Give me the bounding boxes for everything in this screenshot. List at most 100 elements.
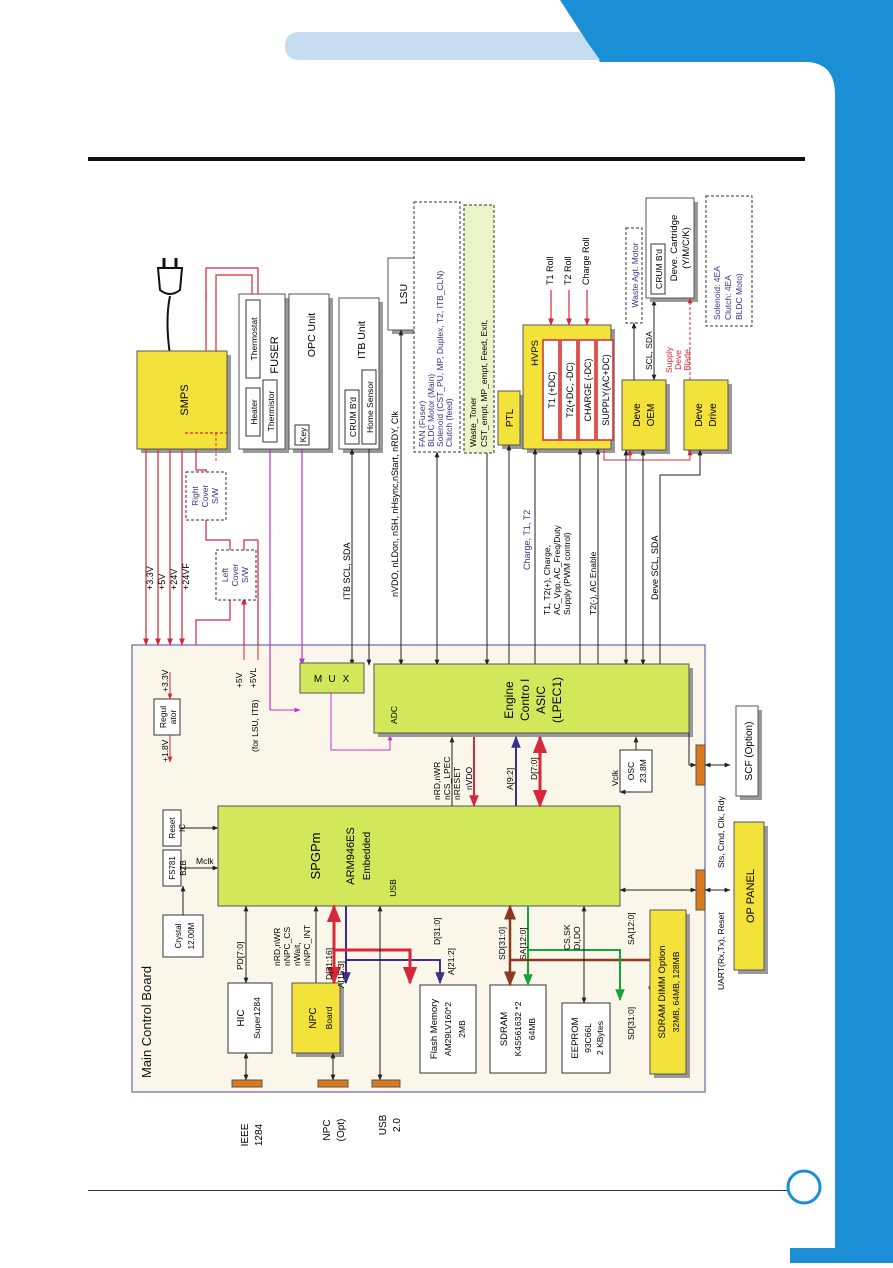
hvps-outputs-2-label: CHARGE (-DC) [583,359,593,422]
board-npc-signals-0-label: nRD,nWR [272,928,282,966]
board-sa2-label: SA[12:0] [626,912,636,945]
sdram-dimm-block [649,909,687,1075]
board-a-flash-label: A[21:2] [446,948,456,975]
signals-hvps-enable-label: T2(-), AC Enable [588,551,598,615]
board-spgpm-label: SPGPm [308,833,323,880]
signals-supply-blade-0-label: Supply [664,346,674,373]
board-usb-label-label: USB [388,879,398,897]
hvps-title-label: HVPS [530,340,541,366]
eeprom-block [561,1002,611,1074]
board-cs-sk-1-label: DI,DO [572,926,582,950]
rail-24v: +24V [169,569,179,590]
board-engine-ctrl-2-label: nRESET [452,767,462,800]
engine-asic-block [373,663,690,734]
external-usb-1-label: 2.0 [392,1118,403,1132]
itb-label: ITB Unit [356,321,368,359]
board-title: Main Control Board [139,966,154,1078]
board-hic-1-label: Super1284 [252,997,262,1039]
external-op-panel-label: OP PANEL [745,869,757,923]
external-npc-opt-1-label: (Opt) [336,1119,347,1142]
deve-oem-1-label: OEM [646,404,657,427]
board-eeprom-0-label: EEPROM [570,1017,581,1058]
signals-fan-list-1-label: BLDC Motor (Main) [426,374,436,447]
board-engine-ctrl-0-label: nRD,nWR [432,762,442,800]
right-blue-band [560,0,893,1263]
board-flash-2-label: 2MB [457,1020,467,1038]
signals-hvps-pwm-2-label: Supply (PWM control) [562,532,572,615]
power-left-cover-1-label: Cover [230,564,240,587]
external-npc-opt-0-label: NPC [322,1119,333,1140]
signals-fan-list-2-label: Solenoid (CST_PU, MP, Duplex, T2, ITB_CL… [435,270,445,447]
board-embedded-label: Embedded [362,832,373,880]
board-hic-0-label: HIC [236,1009,247,1026]
fuser-heater-label: Heater [249,399,259,425]
signals-hvps-pwm-1-label: AC_Vpp, AC_Freq/Duty [552,524,562,615]
board-sdram-1-label: K4S561632 *2 [513,1001,523,1056]
board-flash-0-label: Flash Memory [429,999,440,1059]
board-a-bus-label: A[15:3] [336,961,346,988]
op-panel-block [733,821,765,971]
board-engine-ctrl-1-label: nCS_LPEC [442,757,452,800]
signals-hvps-pwm-0-label: T1, T2(+), Charge, [542,545,552,615]
opc-key-label: Key [298,427,308,442]
signals-fan-list-3-label: Clutch (feed) [444,398,454,447]
flash-memory-block [419,984,477,1074]
itb-crum-label: CRUM B'd [348,397,358,437]
board-arm-label: ARM946ES [345,827,357,884]
power-left-cover-0-label: Left [220,567,230,582]
deve-deve-list-0-label: Solenoid: 4EA [712,266,722,320]
deve-deve-list-1-label: Clutch: 4EA [723,275,733,320]
scf-option-block [735,705,759,797]
power-right-cover-1-label: Cover [200,485,210,508]
board-reg-in-label: +3.3V [160,669,170,692]
signals-main-power-1-label: +5VL [248,668,258,688]
board-d-bus-label: D[31:16] [324,948,334,980]
deve-deve-list-2-label: BLDC Moto) [734,273,744,320]
board-crystal-1-label: 12.00M [187,922,196,949]
signals-main-power-0-label: +5V [234,672,244,688]
power-right-cover-0-label: Right [190,485,200,505]
board-sd2-label: SD[31:0] [626,1007,636,1040]
rail-3v3: +3.3V [145,566,155,590]
op-connector [695,869,706,911]
board-addr-label: A[9:2] [505,768,515,790]
scf-connector [695,744,706,786]
waste-motor-box [625,227,643,324]
fuser-thermostat-label: Thermostat [249,317,259,361]
spgpm-block [217,805,621,907]
signals-rolls-0-label: T1 Roll [545,256,555,285]
deve-cart-crum-label: CRUM B'd [654,249,664,289]
lsu-bus-label: nVDO, nLDon, nSH, nHsync,nStart, nRDY, C… [390,411,400,597]
right-cover-switch [185,471,227,521]
board-dimm-0-label: SDRAM DIMM Option [657,946,668,1039]
signals-main-power-2-label: (for LSU, ITB) [250,699,260,752]
power-plug-icon [156,258,184,356]
signals-deve-bus-label: Deve SCL, SDA [650,535,660,600]
deve-drive-list [705,195,753,327]
signals-rolls-2-label: Charge Roll [581,237,591,285]
external-op-signals-label: UART(Rx,Tx), Reset [716,912,726,990]
board-fs781-0-label: FS781 [168,856,177,880]
board-vclk-label: Vclk [610,769,620,786]
fuser-label: FUSER [269,336,281,373]
deve-oem-block [621,379,667,451]
left-cover-switch [215,549,257,601]
board-sdram-0-label: SDRAM [499,1012,510,1046]
motor-list-box [413,201,461,453]
board-npc-signals-3-label: nNPC_INT [302,925,312,966]
board-regulator-1-label: ator [168,710,178,725]
header-tab [285,32,600,60]
board-nvdo-label: nVDO [464,766,474,790]
hvps-outputs-3-label: SUPPLY(AC+DC) [601,354,611,426]
power-right-cover-2-label: S/W [210,488,220,504]
board-npc-signals-1-label: nNPC_CS [282,926,292,966]
board-eeprom-1-label: 93C66L [583,1023,593,1053]
board-eeprom-2-label: 2 KBytes [595,1021,605,1055]
hvps-outputs-0-label: T1 (+DC) [547,371,557,408]
deve-waste-motor-label: Waste Agt. Motor [630,242,640,307]
opc-unit-block [288,293,330,450]
signals-supply-blade-1-label: Deve [673,350,683,370]
board-crystal-0-label: Crystal [174,923,183,948]
fuser-thermistor-label: Thermistor [266,391,276,432]
